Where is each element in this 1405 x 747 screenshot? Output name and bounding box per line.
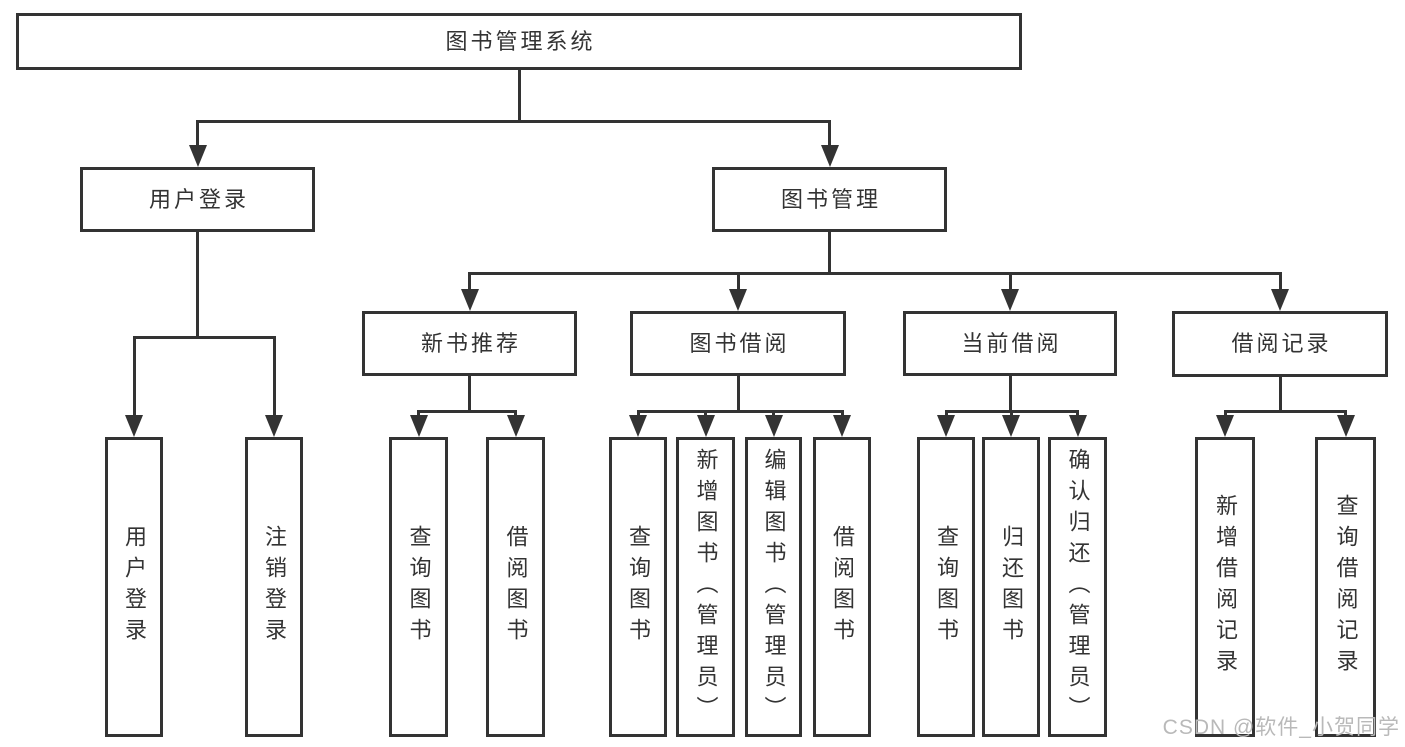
csdn-watermark: CSDN @软件_小贺同学 xyxy=(1162,716,1400,739)
node-label-current-borrow: 当前借阅 xyxy=(961,330,1062,356)
node-leaf-nbr-query: 查询图书 xyxy=(389,437,448,737)
connector-line xyxy=(1344,410,1347,415)
node-label-leaf-bb-query: 查询图书 xyxy=(626,525,651,649)
connector-line xyxy=(840,410,844,415)
node-label-leaf-user-login: 用户登录 xyxy=(122,525,147,649)
node-label-leaf-cb-query: 查询图书 xyxy=(934,525,959,649)
connector-line xyxy=(468,272,1282,275)
arrowhead-down-icon xyxy=(833,415,851,437)
node-current-borrow: 当前借阅 xyxy=(903,311,1117,376)
node-label-borrow-records: 借阅记录 xyxy=(1231,331,1332,357)
node-leaf-bb-query: 查询图书 xyxy=(609,437,667,737)
node-label-leaf-bb-add: 新增图书（管理员） xyxy=(693,447,719,727)
node-user-login: 用户登录 xyxy=(80,167,315,232)
arrowhead-down-icon xyxy=(820,145,839,167)
connector-line xyxy=(1223,410,1347,413)
connector-line xyxy=(636,410,640,415)
node-book-borrow: 图书借阅 xyxy=(630,311,846,376)
node-book-mgmt: 图书管理 xyxy=(712,167,947,232)
node-label-leaf-bb-edit: 编辑图书（管理员） xyxy=(761,447,787,727)
connector-line xyxy=(196,120,199,145)
arrowhead-down-icon xyxy=(1271,289,1289,311)
connector-line xyxy=(736,376,740,413)
node-label-book-mgmt: 图书管理 xyxy=(780,186,881,212)
connector-line xyxy=(1076,410,1079,415)
node-leaf-br-add: 新增借阅记录 xyxy=(1195,437,1255,737)
connector-line xyxy=(417,410,517,413)
node-label-leaf-bb-borrow: 借阅图书 xyxy=(830,525,855,649)
arrowhead-down-icon xyxy=(506,415,525,437)
connector-line xyxy=(468,376,471,413)
arrowhead-down-icon xyxy=(460,289,479,311)
node-label-root: 图书管理系统 xyxy=(445,28,596,54)
connector-line xyxy=(272,336,276,415)
connector-line xyxy=(1009,410,1013,415)
node-label-leaf-logout: 注销登录 xyxy=(262,525,287,649)
node-label-leaf-nbr-query: 查询图书 xyxy=(406,525,432,649)
connector-line xyxy=(517,70,521,123)
connector-line xyxy=(704,410,707,415)
connector-line xyxy=(944,410,948,415)
arrowhead-down-icon xyxy=(1001,289,1019,311)
arrowhead-down-icon xyxy=(1068,415,1087,437)
connector-line xyxy=(417,410,420,415)
connector-line xyxy=(828,232,831,275)
connector-line xyxy=(514,410,517,415)
connector-line xyxy=(828,120,831,145)
connector-line xyxy=(1223,410,1227,415)
arrowhead-down-icon xyxy=(409,415,428,437)
connector-line xyxy=(468,272,471,289)
node-leaf-br-query: 查询借阅记录 xyxy=(1315,437,1376,737)
connector-line xyxy=(636,410,844,413)
arrowhead-down-icon xyxy=(1336,415,1355,437)
connector-line xyxy=(132,336,276,339)
node-label-leaf-cb-confirm: 确认归还（管理员） xyxy=(1065,447,1091,727)
arrowhead-down-icon xyxy=(265,415,283,437)
arrowhead-down-icon xyxy=(764,415,783,437)
connector-line xyxy=(1008,272,1012,289)
node-label-user-login: 用户登录 xyxy=(148,186,249,212)
connector-line xyxy=(196,120,831,123)
node-leaf-cb-query: 查询图书 xyxy=(917,437,975,737)
node-leaf-logout: 注销登录 xyxy=(245,437,303,737)
arrowhead-down-icon xyxy=(629,415,647,437)
node-leaf-cb-return: 归还图书 xyxy=(982,437,1040,737)
node-leaf-bb-borrow: 借阅图书 xyxy=(813,437,871,737)
node-label-leaf-nbr-borrow: 借阅图书 xyxy=(503,525,529,649)
node-label-leaf-br-add: 新增借阅记录 xyxy=(1213,494,1238,680)
node-label-leaf-br-query: 查询借阅记录 xyxy=(1333,494,1359,680)
connector-line xyxy=(132,336,136,415)
connector-line xyxy=(1008,376,1012,413)
node-label-book-borrow: 图书借阅 xyxy=(689,330,790,356)
connector-line xyxy=(1278,272,1282,289)
node-borrow-records: 借阅记录 xyxy=(1172,311,1388,377)
arrowhead-down-icon xyxy=(937,415,955,437)
node-leaf-bb-edit: 编辑图书（管理员） xyxy=(745,437,802,737)
connector-line xyxy=(772,410,775,415)
node-leaf-bb-add: 新增图书（管理员） xyxy=(676,437,735,737)
arrowhead-down-icon xyxy=(729,289,747,311)
arrowhead-down-icon xyxy=(188,145,207,167)
node-leaf-user-login: 用户登录 xyxy=(105,437,163,737)
node-leaf-cb-confirm: 确认归还（管理员） xyxy=(1048,437,1107,737)
arrowhead-down-icon xyxy=(1002,415,1020,437)
node-new-book-rec: 新书推荐 xyxy=(362,311,577,376)
arrowhead-down-icon xyxy=(696,415,715,437)
arrowhead-down-icon xyxy=(125,415,143,437)
arrowhead-down-icon xyxy=(1216,415,1234,437)
connector-line xyxy=(196,232,199,339)
node-label-leaf-cb-return: 归还图书 xyxy=(999,525,1024,649)
node-label-new-book-rec: 新书推荐 xyxy=(420,330,521,356)
node-root: 图书管理系统 xyxy=(16,13,1022,70)
connector-line xyxy=(736,272,740,289)
node-leaf-nbr-borrow: 借阅图书 xyxy=(486,437,545,737)
connector-line xyxy=(1278,377,1282,413)
